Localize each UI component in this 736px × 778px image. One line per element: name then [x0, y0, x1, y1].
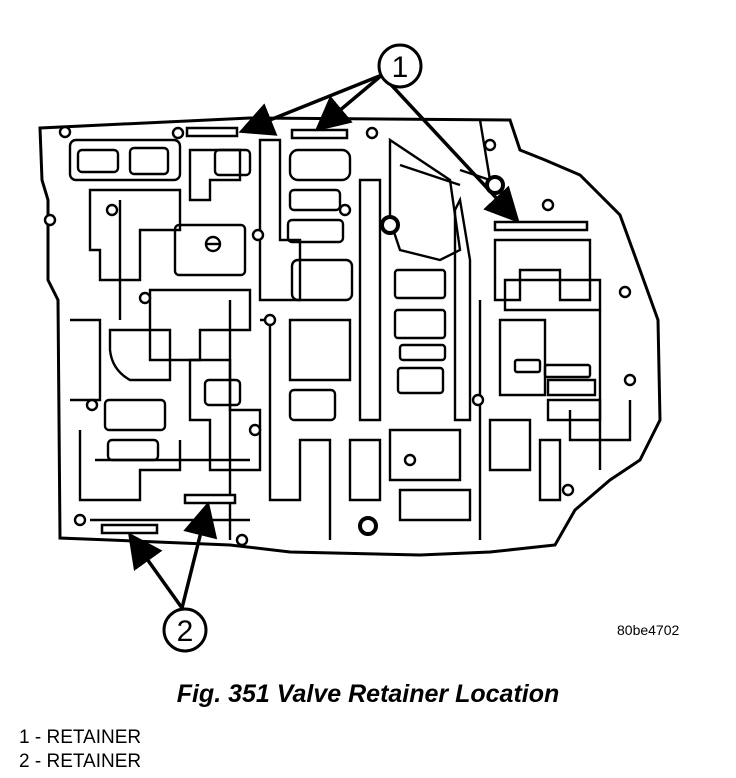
callout-1-leaders	[238, 73, 520, 224]
legend-item-2-number: 2	[19, 751, 30, 772]
retainer-1-right	[493, 220, 589, 232]
callout-1-number: 1	[392, 51, 409, 84]
legend-item-1-number: 1	[19, 727, 30, 748]
legend-item-1-label: RETAINER	[46, 727, 142, 748]
callout-1: 1	[377, 43, 423, 89]
retainer-2-left	[100, 523, 159, 535]
callout-2: 2	[162, 607, 208, 653]
retainer-1-upper-left	[185, 126, 239, 138]
legend-item-2-label: RETAINER	[46, 751, 142, 772]
figure-reference-code: 80be4702	[617, 622, 680, 638]
retainer-1-upper-center	[290, 128, 349, 140]
legend-item-2-separator: -	[29, 751, 47, 772]
retainer-1-group	[185, 126, 589, 232]
bolt-holes	[43, 125, 637, 547]
legend: 1 - RETAINER 2 - RETAINER	[19, 726, 141, 774]
legend-item-2: 2 - RETAINER	[19, 750, 141, 774]
retainer-2-center	[183, 493, 237, 505]
legend-item-1-separator: -	[29, 727, 47, 748]
figure-caption: Fig. 351 Valve Retainer Location	[176, 680, 560, 708]
callout-2-number: 2	[177, 615, 194, 648]
legend-item-1: 1 - RETAINER	[19, 726, 141, 750]
callout-2-leaders	[127, 501, 218, 610]
